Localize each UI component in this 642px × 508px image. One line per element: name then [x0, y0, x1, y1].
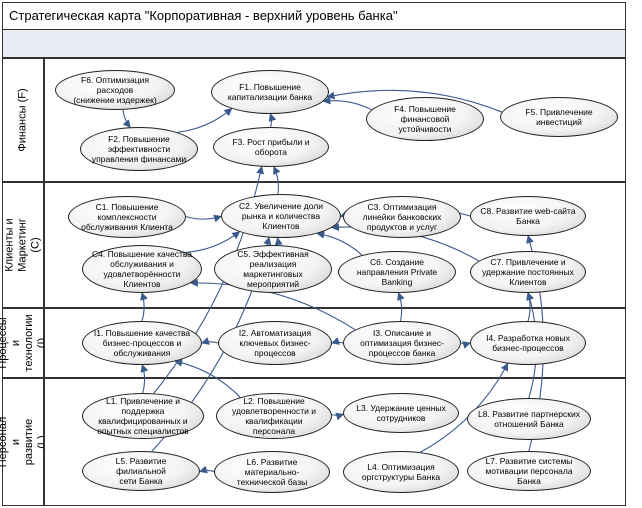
connector-l1-i1 [140, 364, 149, 394]
node-l6[interactable]: L6. Развитие материально- технической ба… [214, 451, 330, 493]
connector-f3-f1 [268, 113, 277, 128]
connector-i3-i2 [331, 337, 344, 345]
lane-processes-header: Процессы и технологии (I) [0, 308, 48, 378]
node-i3[interactable]: I3. Описание и оптимизация бизнес- проце… [343, 321, 461, 365]
node-l8[interactable]: L8. Развитие партнерских отношений Банка [467, 398, 591, 440]
connector-f2-f1 [177, 108, 233, 133]
connector-i3-c4 [189, 278, 356, 331]
node-f3[interactable]: F3. Рост прибыли и оборота [213, 127, 329, 167]
connector-i1-c4 [140, 292, 148, 322]
node-c3[interactable]: C3. Оптимизация линейки банковских проду… [343, 196, 461, 238]
connector-f5-f1 [326, 89, 503, 113]
lane-finance-header: Финансы (F) [2, 58, 44, 182]
node-c8[interactable]: C8. Развитие web-сайта Банка [470, 196, 586, 236]
node-c2[interactable]: C2. Увеличение доли рынка и количества К… [221, 194, 341, 238]
node-c5[interactable]: C5. Эффективная реализация маркетинговых… [214, 245, 332, 293]
node-c4[interactable]: C4. Повышение качества обслуживания и уд… [82, 245, 202, 293]
node-c6[interactable]: C6. Создание направления Private Banking [338, 251, 456, 293]
node-f2[interactable]: F2. Повышение эффективности управления ф… [80, 127, 198, 171]
header-strip [2, 30, 626, 58]
connector-i3-c6 [397, 292, 405, 322]
node-l1[interactable]: L1. Привлечение и поддержка квалифициров… [82, 393, 204, 439]
title-bar: Стратегическая карта "Корпоративная - ве… [2, 2, 626, 30]
connector-l6-l5 [199, 465, 215, 474]
connector-i3-i4 [460, 341, 471, 349]
map-title: Стратегическая карта "Корпоративная - ве… [9, 8, 398, 23]
connector-c5-c2 [274, 236, 283, 246]
connector-c6-c2 [316, 230, 363, 256]
node-f4[interactable]: F4. Повышение финансовой устойчивости [366, 97, 484, 141]
connector-f4-f1 [322, 96, 372, 111]
node-f1[interactable]: F1. Повышение капитализации банка [211, 70, 329, 114]
node-i4[interactable]: I4. Разработка новых бизнес-процессов [470, 321, 586, 365]
connector-c1-c2 [185, 214, 222, 223]
node-f5[interactable]: F5. Привлечение инвестиций [500, 97, 618, 137]
node-l3[interactable]: L3. Удержание ценных сотрудников [343, 393, 459, 433]
node-l4[interactable]: L4. Оптимизация оргструктуры Банка [343, 451, 459, 493]
node-l7[interactable]: L7. Развитие системы мотивации персонала… [467, 451, 591, 491]
node-c7[interactable]: C7. Привлечение и удержание постоянных К… [470, 251, 586, 293]
node-i1[interactable]: I1. Повышение качества бизнес-процессов … [82, 321, 202, 365]
lane-clients-header: Клиенты и Маркетинг (C) [2, 182, 44, 308]
connector-c2-f3 [273, 166, 281, 195]
connector-i2-i1 [201, 337, 219, 345]
connector-l2-l3 [331, 412, 345, 421]
connector-c4-c2 [185, 231, 241, 253]
lane-personnel-header: Персонал и развитие (L) [0, 378, 48, 506]
node-f6[interactable]: F6. Оптимизация расходов (снижение издер… [55, 70, 175, 110]
node-l2[interactable]: L2. Повышение удовлетворенности и квалиф… [216, 393, 332, 439]
connector-f6-f2 [122, 109, 131, 129]
node-l5[interactable]: L5. Развитие филиальной сети Банка [82, 451, 200, 491]
node-i2[interactable]: I2. Автоматизация ключевых бизнес- проце… [218, 321, 332, 365]
node-c1[interactable]: C1. Повышение комплексности обслуживания… [68, 196, 186, 238]
